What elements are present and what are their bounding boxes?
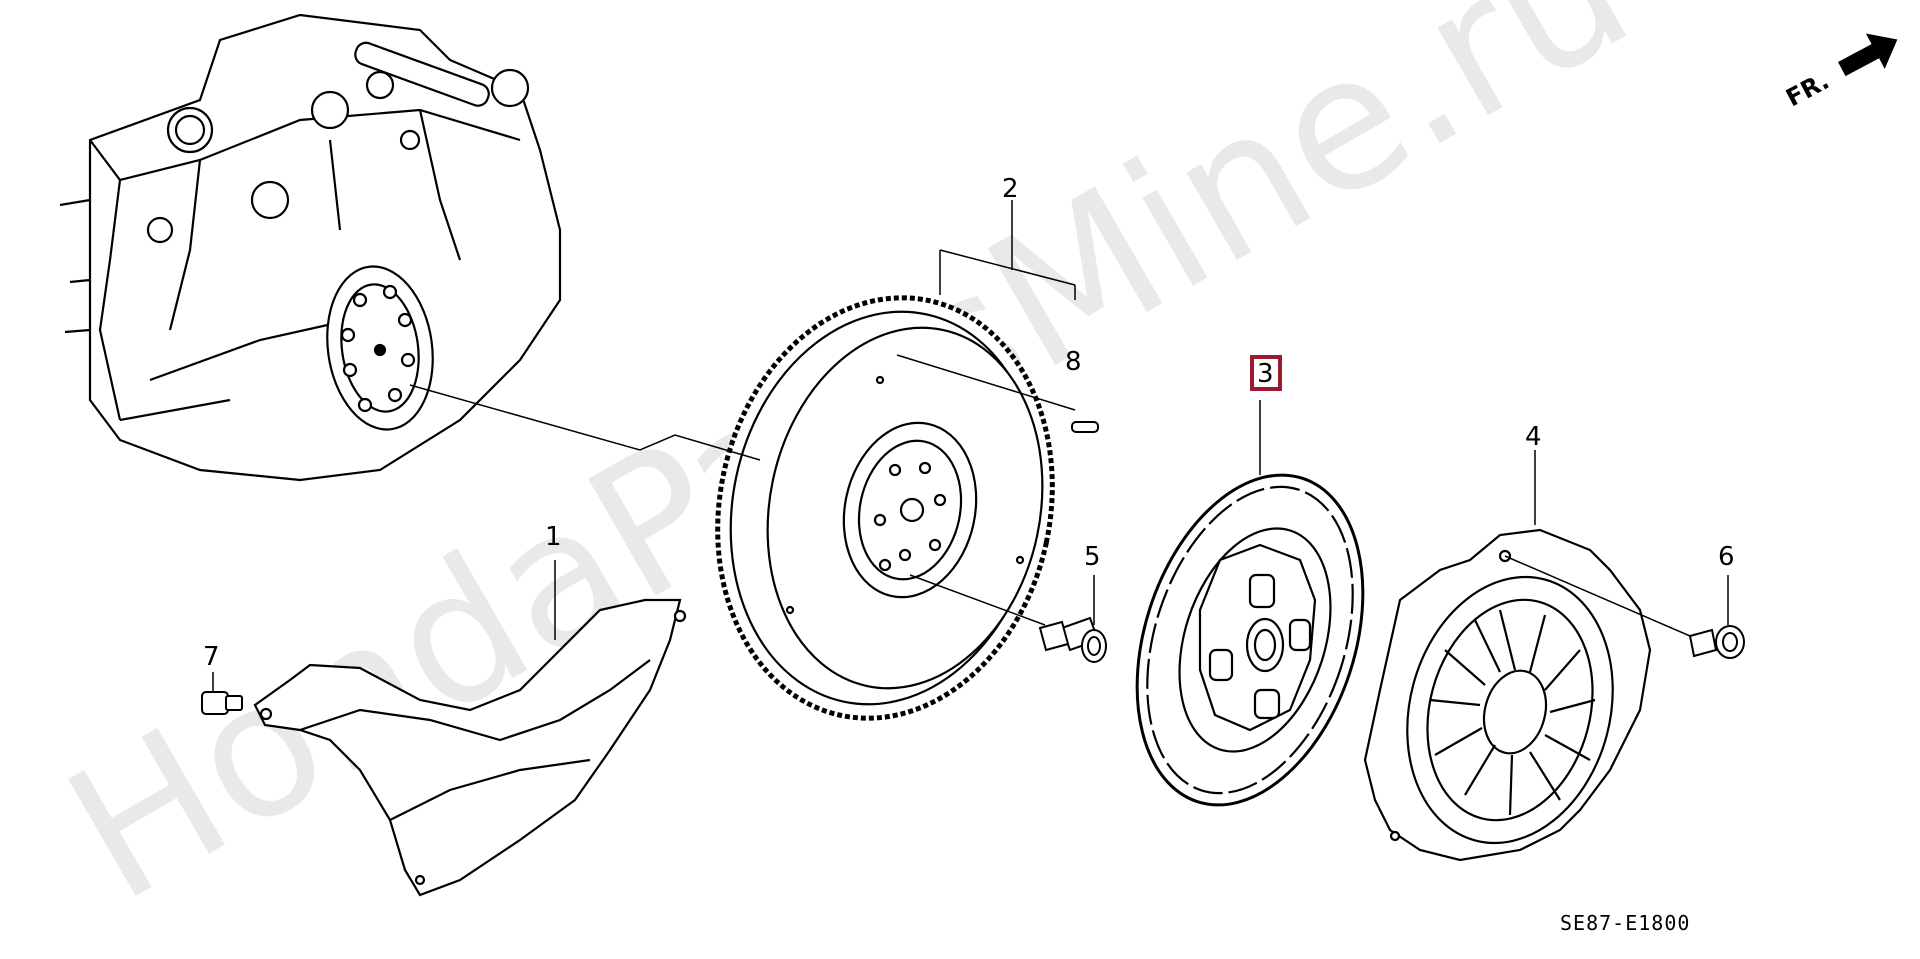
direction-label: FR. xyxy=(1781,67,1833,113)
crankshaft-flange xyxy=(326,265,434,431)
callout-4[interactable]: 4 xyxy=(1525,422,1542,452)
pressure-plate xyxy=(1363,528,1652,862)
callout-7[interactable]: 7 xyxy=(203,642,220,672)
dowel-pin xyxy=(1071,421,1099,433)
figure-code: SE87-E1800 xyxy=(1560,911,1690,935)
callout-2[interactable]: 2 xyxy=(1002,174,1019,204)
callout-5[interactable]: 5 xyxy=(1084,542,1101,572)
callout-8[interactable]: 8 xyxy=(1065,347,1082,377)
leader-lines xyxy=(212,200,1729,692)
direction-indicator: FR. xyxy=(1781,33,1898,113)
pressure-plate-bolt xyxy=(1688,625,1745,659)
arrow-right-icon xyxy=(1838,33,1898,77)
callout-1[interactable]: 1 xyxy=(545,522,562,552)
splash-shield xyxy=(253,598,687,897)
callout-6[interactable]: 6 xyxy=(1718,542,1735,572)
callout-3[interactable]: 3 xyxy=(1257,359,1274,389)
clutch-disc xyxy=(1135,473,1365,807)
shield-bolt xyxy=(201,691,243,715)
engine-block xyxy=(59,13,562,482)
flywheel xyxy=(715,295,1055,721)
flywheel-bolt xyxy=(1038,616,1107,663)
callout-3-box[interactable]: 3 xyxy=(1250,355,1282,391)
